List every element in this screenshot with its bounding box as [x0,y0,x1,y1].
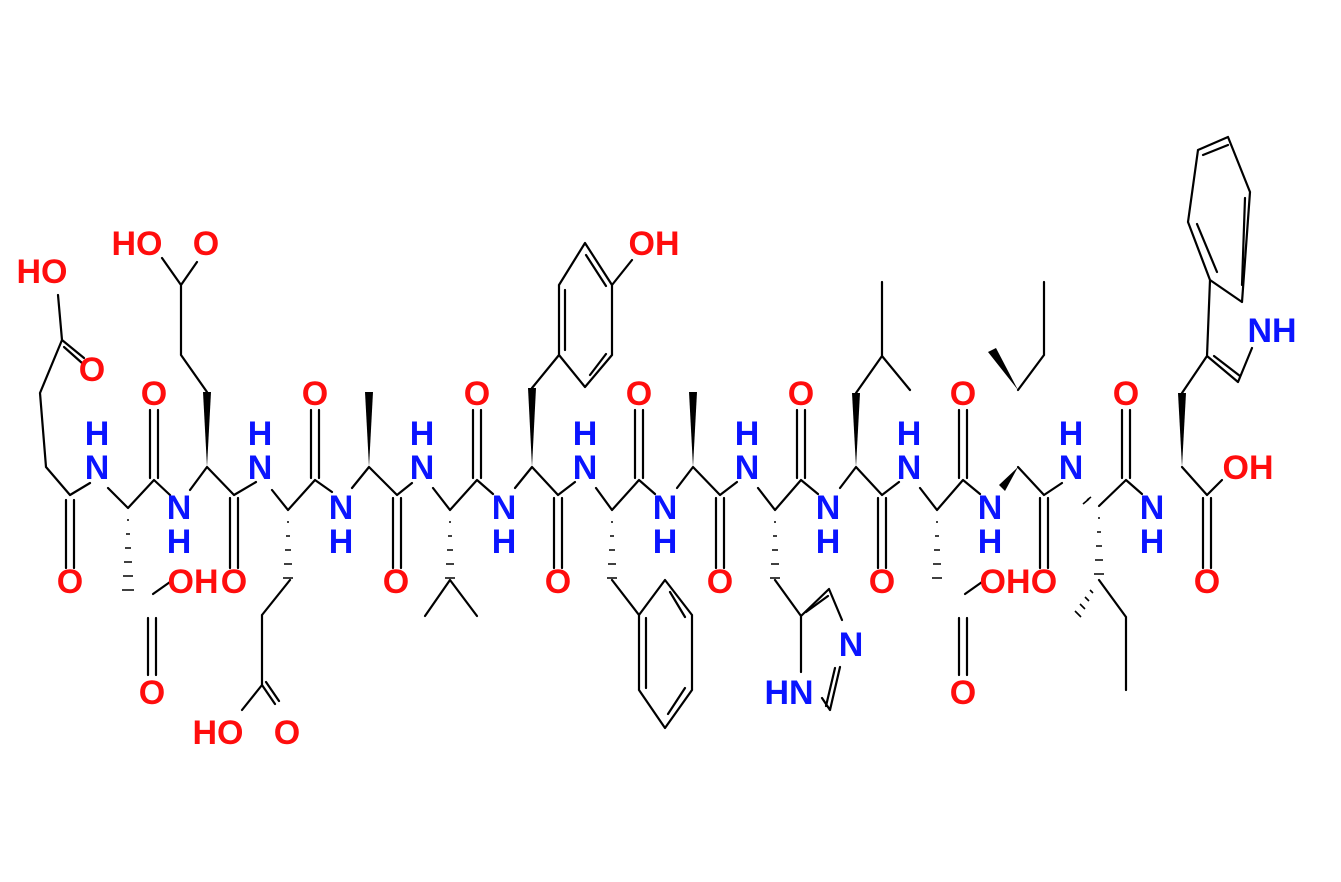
n-residue-8-label: N [653,489,678,527]
ho-glu2-side-label: HO [193,714,244,752]
h-residue-8-label: H [653,523,678,561]
n-residue-4-label: N [329,489,354,527]
h-residue-7-label: H [573,415,598,453]
h-residue-6-label: H [492,523,517,561]
atom-labels: HO O O N H O OH O N H HO O O N H O HO O … [17,225,1297,752]
nh-indole-label: NH [1247,312,1296,350]
o-residue-5-label: O [464,375,490,413]
o-asp2-side-label: O [950,674,976,712]
h-residue-5-label: H [410,415,435,453]
h-residue-9-label: H [735,415,760,453]
o-succinyl-carbonyl-label: O [79,351,105,389]
n-residue-3-label: N [248,449,273,487]
n-residue-10-label: N [816,489,841,527]
oh-c-terminus-label: OH [1223,449,1274,487]
hn-imidazole-label: HN [764,674,813,712]
o-residue-3-label: O [302,375,328,413]
n-residue-12-label: N [978,489,1003,527]
n-residue-1-label: N [85,449,110,487]
o-asp1-side-label: O [139,674,165,712]
n-imidazole-label: N [839,626,864,664]
bond-lines [38,135,1254,730]
o-residue-6-label: O [545,563,571,601]
o-residue-4-label: O [383,563,409,601]
oh-asp1-side-label: OH [168,563,219,601]
o-residue-9-label: O [788,375,814,413]
o-residue-2-label: O [221,563,247,601]
ho-glu1-side-label: HO [112,225,163,263]
o-residue-1-label: O [141,375,167,413]
o-residue-7-label: O [626,375,652,413]
h-residue-12-label: H [978,523,1003,561]
h-residue-4-label: H [329,523,354,561]
n-residue-13-label: N [1059,449,1084,487]
oh-tyrosine-label: OH [629,225,680,263]
o-residue-14-label: O [1194,563,1220,601]
oh-asp2-side-label: OH [980,563,1031,601]
n-residue-14-label: N [1140,489,1165,527]
h-residue-11-label: H [897,415,922,453]
o-residue-10-label: O [869,563,895,601]
n-residue-2-label: N [167,489,192,527]
h-residue-3-label: H [248,415,273,453]
o-residue-12-label: O [1031,563,1057,601]
h-residue-10-label: H [816,523,841,561]
h-residue-2-label: H [167,523,192,561]
o-residue-11-label: O [950,375,976,413]
n-residue-11-label: N [897,449,922,487]
n-residue-7-label: N [573,449,598,487]
ho-succinyl-label: HO [17,253,68,291]
n-residue-6-label: N [492,489,517,527]
stereo-bonds [122,348,1186,618]
o-residue-13-label: O [1113,375,1139,413]
h-residue-14-label: H [1140,523,1165,561]
o-succinyl-amide-label: O [57,563,83,601]
h-residue-1-label: H [85,415,110,453]
h-residue-13-label: H [1059,415,1084,453]
o-glu1-side-label: O [193,225,219,263]
o-glu2-side-label: O [274,714,300,752]
n-residue-9-label: N [735,449,760,487]
o-residue-8-label: O [707,563,733,601]
n-residue-5-label: N [410,449,435,487]
